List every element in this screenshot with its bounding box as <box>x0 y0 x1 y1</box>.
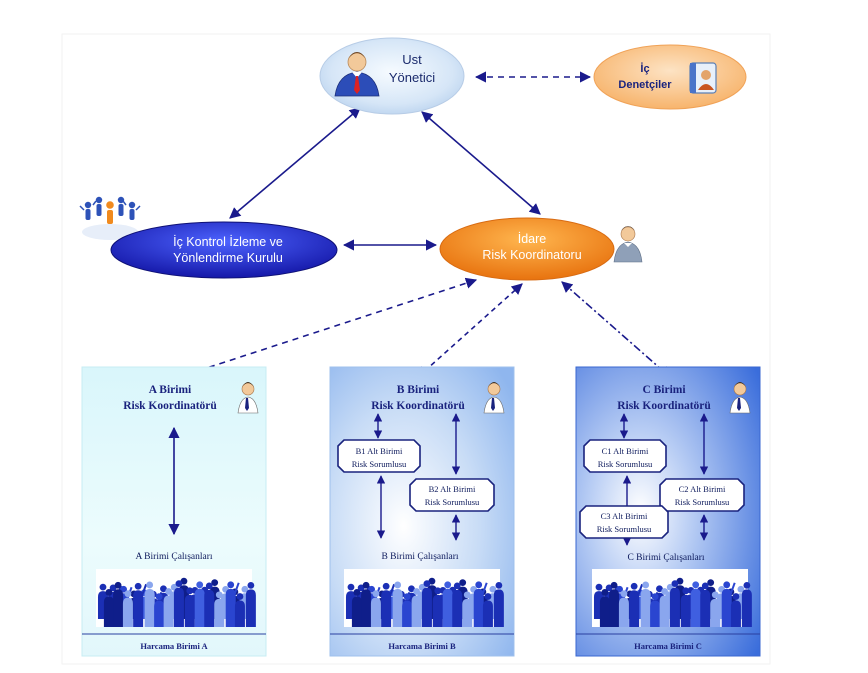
panel-b-footer: Harcama Birimi B <box>388 641 456 651</box>
manager-icon <box>334 52 380 97</box>
sub-c2-line2: Risk Sorumlusu <box>675 497 730 507</box>
coordinator-line1: İdare <box>518 232 547 246</box>
diagram-frame <box>61 33 771 665</box>
sub-b1-line2: Risk Sorumlusu <box>352 459 407 469</box>
person-icon <box>483 382 505 414</box>
contact-card-icon <box>689 62 717 94</box>
panel-c: C Birimi Risk Koordinatörü C1 Alt Birimi… <box>575 366 761 657</box>
sub-c2-line1: C2 Alt Birimi <box>679 484 726 494</box>
arrow-coordinator-c <box>561 281 671 378</box>
panel-a-title1: A Birimi <box>149 384 192 396</box>
team-icon <box>79 196 141 240</box>
arrow-coordinator-b <box>417 283 523 378</box>
auditors-node: İç Denetçiler <box>593 44 747 110</box>
arrow-top-coordinator <box>421 111 541 215</box>
auditors-line2: Denetçiler <box>618 79 672 91</box>
sub-b2-line1: B2 Alt Birimi <box>429 484 476 494</box>
sub-box-c3: C3 Alt Birimi Risk Sorumlusu <box>579 505 669 539</box>
arrow-top-board <box>229 107 361 219</box>
sub-box-c1: C1 Alt Birimi Risk Sorumlusu <box>583 439 667 473</box>
arrow-coordinator-a <box>168 277 478 383</box>
board-line2: Yönlendirme Kurulu <box>173 251 283 265</box>
sub-c3-line1: C3 Alt Birimi <box>601 511 648 521</box>
panel-a-staff: A Birimi Çalışanları <box>135 552 212 562</box>
panel-a-footer: Harcama Birimi A <box>140 641 208 651</box>
top-manager-line2: Yönetici <box>389 70 435 85</box>
board-line1: İç Kontrol İzleme ve <box>173 235 283 249</box>
board-node: İç Kontrol İzleme ve Yönlendirme Kurulu <box>79 196 338 279</box>
top-manager-line1: Ust <box>402 52 422 67</box>
sub-box-c2: C2 Alt Birimi Risk Sorumlusu <box>659 478 745 512</box>
panel-c-title1: C Birimi <box>642 384 686 396</box>
panel-b-title2: Risk Koordinatörü <box>371 400 465 412</box>
coordinator-line2: Risk Koordinatoru <box>482 248 581 262</box>
top-manager-node: Ust Yönetici <box>319 37 465 115</box>
sub-b1-line1: B1 Alt Birimi <box>356 446 403 456</box>
crowd-icon <box>592 569 752 627</box>
panel-c-title2: Risk Koordinatörü <box>617 400 711 412</box>
sub-c1-line2: Risk Sorumlusu <box>598 459 653 469</box>
panel-a-title2: Risk Koordinatörü <box>123 400 217 412</box>
person-icon <box>613 226 643 263</box>
sub-b2-line2: Risk Sorumlusu <box>425 497 480 507</box>
connectors <box>168 71 671 383</box>
sub-box-b1: B1 Alt Birimi Risk Sorumlusu <box>337 439 421 473</box>
panel-c-staff: C Birimi Çalışanları <box>627 553 704 563</box>
crowd-icon <box>96 569 256 627</box>
panel-a: A Birimi Risk Koordinatörü A Birimi Çalı… <box>81 366 267 657</box>
sub-box-b2: B2 Alt Birimi Risk Sorumlusu <box>409 478 495 512</box>
sub-c3-line2: Risk Sorumlusu <box>597 524 652 534</box>
auditors-line1: İç <box>640 62 649 75</box>
person-icon <box>729 382 751 414</box>
person-icon <box>237 382 259 414</box>
coordinator-node: İdare Risk Koordinatoru <box>439 217 643 281</box>
crowd-icon <box>344 569 504 627</box>
panel-b-staff: B Birimi Çalışanları <box>381 552 458 562</box>
panel-c-footer: Harcama Birimi C <box>634 641 702 651</box>
panel-b: B Birimi Risk Koordinatörü B1 Alt Birimi… <box>329 366 515 657</box>
sub-c1-line1: C1 Alt Birimi <box>602 446 649 456</box>
panel-b-title1: B Birimi <box>397 384 440 396</box>
